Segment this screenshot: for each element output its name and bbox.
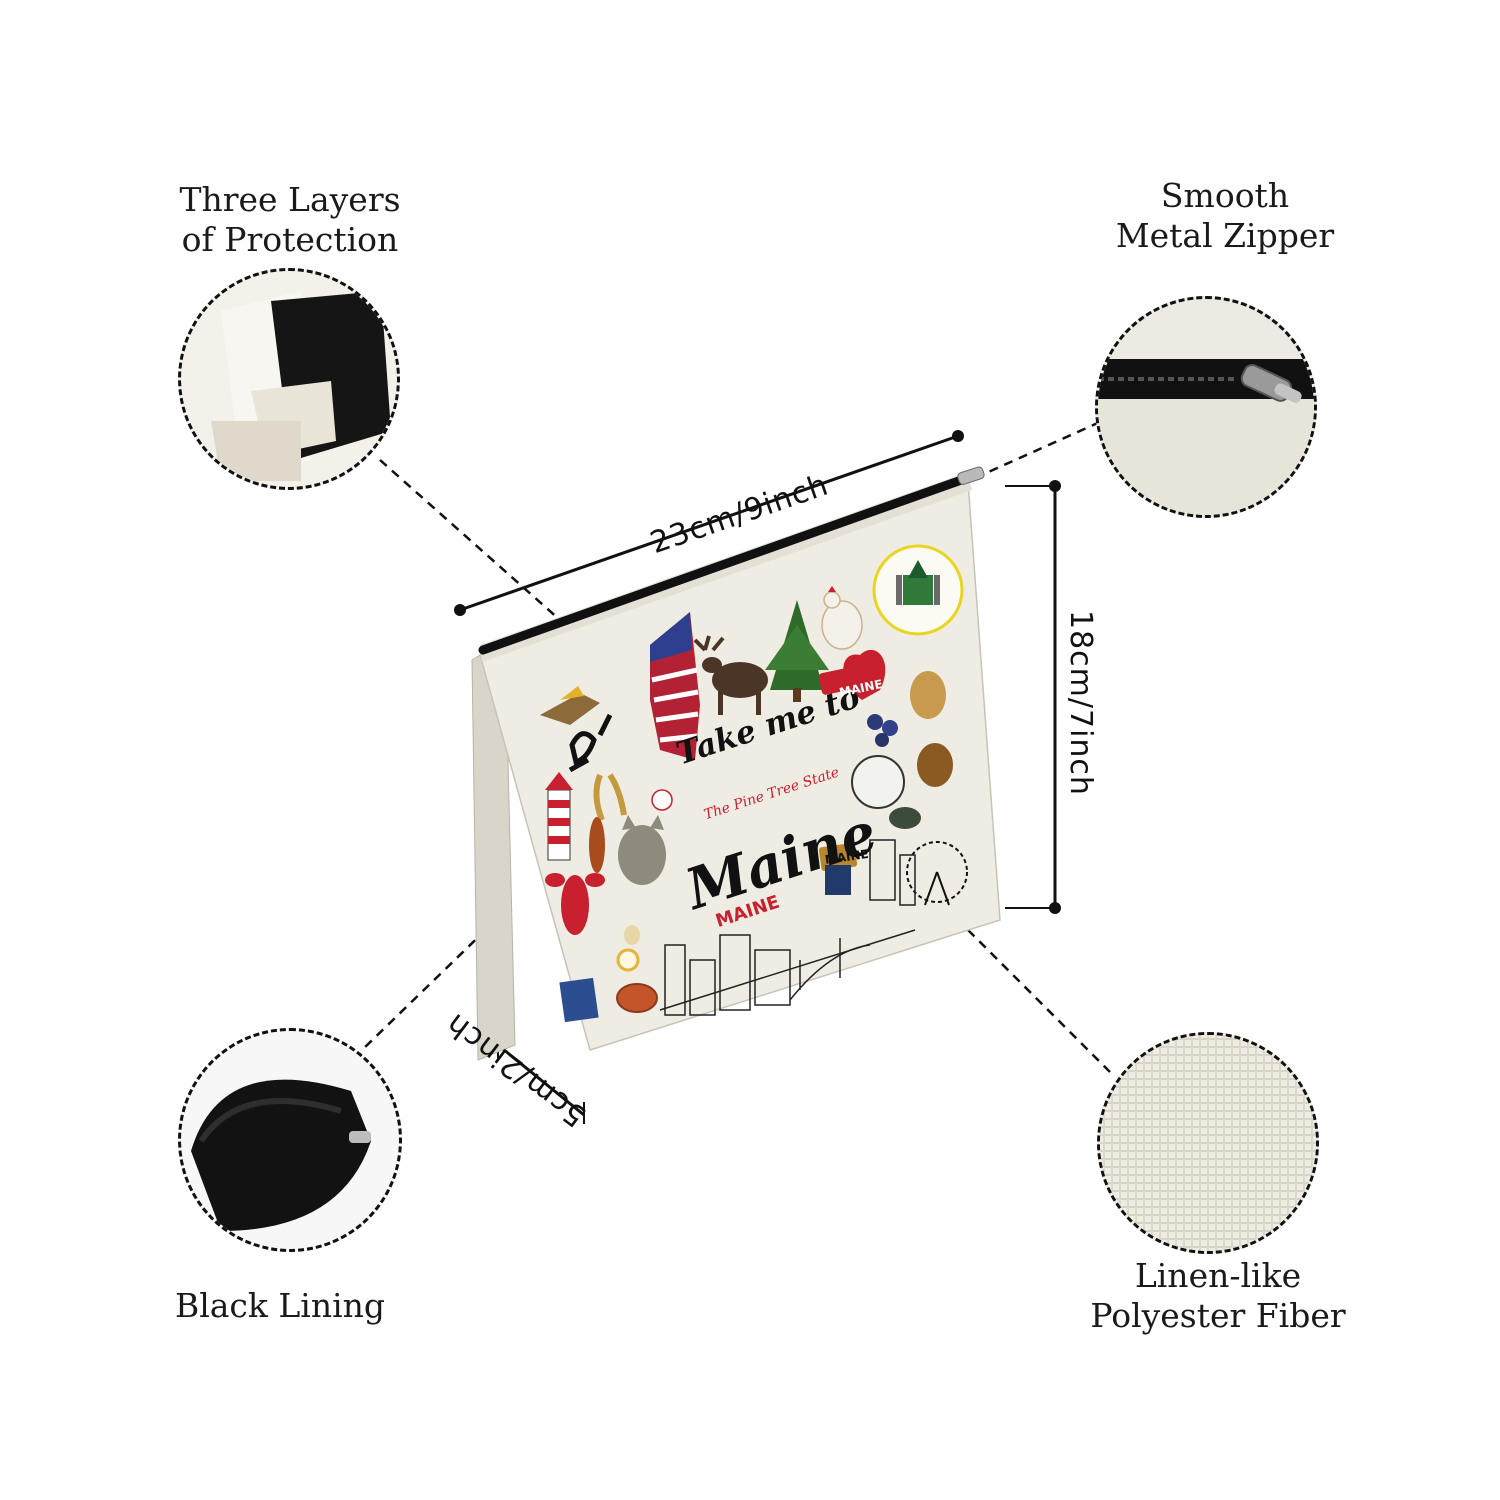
width-dimension-line — [459, 434, 959, 612]
zipper — [478, 473, 972, 655]
coin-icon — [851, 755, 905, 809]
potato-icon — [910, 671, 946, 719]
cat-icon — [618, 815, 666, 885]
pine-tree-icon — [765, 600, 829, 702]
feature-label-linen-fiber: Linen-like Polyester Fiber — [1090, 1256, 1346, 1335]
wishbone-icon — [593, 773, 627, 822]
baseball-icon — [651, 789, 673, 811]
layers-detail — [178, 268, 400, 490]
egg-icon — [624, 925, 640, 945]
pie-icon — [616, 983, 658, 1013]
ferris-wheel-icon — [906, 841, 968, 906]
map-icon — [559, 977, 599, 1023]
linen-texture-detail — [1097, 1032, 1319, 1254]
sausage-icon — [589, 817, 605, 873]
black-lining-detail — [178, 1028, 402, 1252]
cosmetic-bag — [471, 466, 1001, 1061]
height-dimension-label: 18cm/7inch — [1063, 610, 1098, 796]
moose-icon — [693, 635, 768, 715]
connector-zipper — [974, 420, 1101, 480]
zipper-pull-icon — [957, 466, 985, 485]
feature-label-three-layers: Three Layers of Protection — [179, 180, 401, 259]
feature-label-metal-zipper: Smooth Metal Zipper — [1115, 176, 1335, 255]
skyline-icon — [659, 839, 916, 1016]
lighthouse-icon — [545, 772, 573, 861]
feature-label-black-lining: Black Lining — [174, 1286, 386, 1325]
blueberry-icon — [867, 714, 898, 747]
connector-linen — [967, 929, 1111, 1073]
flag-state-icon — [650, 612, 700, 760]
bird-icon-left — [540, 686, 600, 725]
depth-dimension-line — [497, 1043, 585, 1117]
connector-layers — [379, 459, 561, 621]
state-seal-icon — [872, 544, 964, 636]
honey-pot-icon — [917, 743, 953, 787]
bird-icon — [889, 807, 921, 829]
zipper-detail — [1095, 296, 1317, 518]
lobster-icon — [545, 873, 605, 935]
chicken-icon — [821, 586, 863, 650]
hockey-icon — [568, 713, 613, 773]
